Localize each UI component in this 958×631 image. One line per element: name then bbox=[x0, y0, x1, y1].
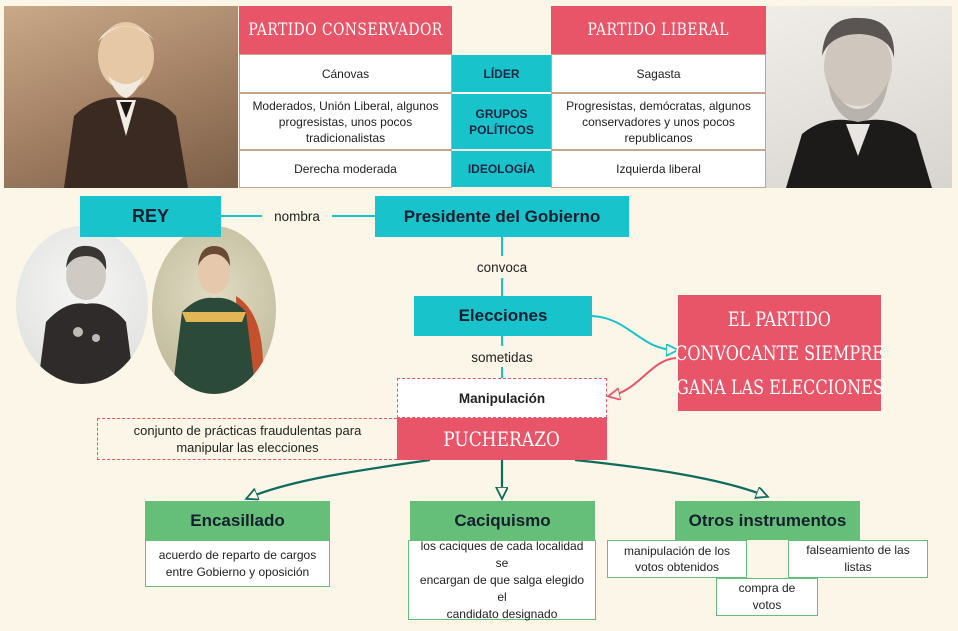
caciquismo-title: Caciquismo bbox=[454, 510, 551, 530]
canovas-figure bbox=[64, 22, 188, 188]
conservador-lider-text: Cánovas bbox=[321, 66, 370, 81]
presidente-box: Presidente del Gobierno bbox=[375, 196, 629, 237]
liberal-lider-cell: Sagasta bbox=[551, 54, 766, 93]
elecciones-box: Elecciones bbox=[414, 296, 592, 336]
ideologia-label-text: IDEOLOGÍA bbox=[467, 162, 536, 176]
falseamiento-box: falseamiento de las listas bbox=[788, 540, 928, 578]
liberal-ideologia-cell: Izquierda liberal bbox=[551, 150, 766, 188]
manip-votos-line2: votos obtenidos bbox=[634, 560, 720, 574]
partido-to-manipulacion-arrow bbox=[610, 357, 677, 396]
convoca-text: convoca bbox=[476, 259, 528, 275]
elecciones-to-partido-arrow bbox=[591, 315, 676, 350]
caciquismo-desc-line3: candidato designado bbox=[446, 606, 558, 621]
falseamiento-text: falseamiento de las listas bbox=[806, 543, 910, 574]
sagasta-figure bbox=[786, 17, 932, 188]
rey-text: REY bbox=[131, 206, 169, 226]
liberal-lider-text: Sagasta bbox=[636, 66, 681, 81]
nombra-label: nombra bbox=[262, 206, 332, 226]
caciquismo-box: Caciquismo bbox=[410, 501, 595, 540]
pucherazo-def-line2: manipular las elecciones bbox=[176, 440, 319, 455]
partido-line2: CONVOCANTE SIEMPRE bbox=[675, 341, 884, 365]
rey-box: REY bbox=[80, 196, 221, 237]
partido-line1: EL PARTIDO bbox=[728, 307, 831, 331]
conservador-header-text: PARTIDO CONSERVADOR bbox=[248, 20, 443, 40]
pucherazo-to-otros-arrow bbox=[574, 458, 766, 496]
conservador-ideologia-cell: Derecha moderada bbox=[239, 150, 452, 188]
grupos-label-line2: POLÍTICOS bbox=[469, 122, 534, 137]
compra-votos-box: compra de votos bbox=[716, 578, 818, 616]
partido-line3: GANA LAS ELECCIONES bbox=[675, 375, 884, 399]
lider-row-label: LÍDER bbox=[452, 54, 551, 93]
manipulacion-box: Manipulación bbox=[397, 378, 607, 418]
conservador-header: PARTIDO CONSERVADOR bbox=[239, 6, 452, 54]
pucherazo-to-encasillado-arrow bbox=[248, 458, 431, 498]
conservador-grupos-text: Moderados, Unión Liberal, algunos progre… bbox=[252, 98, 439, 145]
presidente-text: Presidente del Gobierno bbox=[403, 206, 601, 226]
caciquismo-desc-line2: encargan de que salga elegido el bbox=[419, 572, 585, 604]
ideologia-row-label: IDEOLOGÍA bbox=[452, 150, 551, 188]
compra-votos-text: compra de votos bbox=[738, 581, 796, 612]
otros-instrumentos-box: Otros instrumentos bbox=[675, 501, 860, 540]
partido-convocante-box: EL PARTIDO CONVOCANTE SIEMPRE GANA LAS E… bbox=[675, 295, 884, 411]
nombra-text: nombra bbox=[274, 208, 320, 224]
manipulacion-votos-box: manipulación de los votos obtenidos bbox=[607, 540, 747, 578]
convoca-label: convoca bbox=[470, 257, 534, 277]
encasillado-title: Encasillado bbox=[190, 510, 285, 530]
caciquismo-desc: los caciques de cada localidad se encarg… bbox=[408, 538, 596, 621]
liberal-header-text: PARTIDO LIBERAL bbox=[587, 20, 730, 40]
grupos-label-line1: GRUPOS bbox=[475, 106, 528, 121]
pucherazo-def-line1: conjunto de prácticas fraudulentas para bbox=[133, 423, 362, 438]
elecciones-text: Elecciones bbox=[458, 306, 548, 325]
otros-title: Otros instrumentos bbox=[688, 510, 847, 530]
caciquismo-desc-line1: los caciques de cada localidad se bbox=[420, 538, 584, 570]
maria-cristina-portrait bbox=[152, 226, 276, 394]
liberal-grupos-text: Progresistas, demócratas, algunos conser… bbox=[566, 98, 751, 145]
sometidas-label: sometidas bbox=[462, 347, 542, 367]
grupos-row-label: GRUPOS POLÍTICOS bbox=[452, 93, 551, 150]
conservador-grupos-cell: Moderados, Unión Liberal, algunos progre… bbox=[239, 93, 452, 150]
pucherazo-text: PUCHERAZO bbox=[443, 427, 561, 451]
conservador-lider-cell: Cánovas bbox=[239, 54, 452, 93]
sometidas-text: sometidas bbox=[471, 349, 533, 365]
encasillado-desc-line1: acuerdo de reparto de cargos bbox=[158, 547, 317, 562]
liberal-ideologia-text: Izquierda liberal bbox=[616, 162, 701, 176]
conservador-ideologia-text: Derecha moderada bbox=[294, 162, 397, 176]
manip-votos-line1: manipulación de los bbox=[623, 544, 731, 558]
liberal-header: PARTIDO LIBERAL bbox=[551, 6, 766, 54]
pucherazo-box: PUCHERAZO bbox=[397, 418, 607, 460]
lider-label-text: LÍDER bbox=[483, 66, 520, 81]
pucherazo-definition: conjunto de prácticas fraudulentas para … bbox=[97, 418, 397, 460]
sagasta-portrait bbox=[766, 6, 952, 188]
encasillado-box: Encasillado bbox=[145, 501, 330, 540]
canovas-portrait bbox=[4, 6, 238, 188]
alfonso-xii-portrait bbox=[16, 226, 148, 384]
manipulacion-text: Manipulación bbox=[458, 390, 546, 406]
encasillado-desc-line2: entre Gobierno y oposición bbox=[165, 564, 310, 579]
encasillado-desc: acuerdo de reparto de cargos entre Gobie… bbox=[145, 540, 330, 587]
liberal-grupos-cell: Progresistas, demócratas, algunos conser… bbox=[551, 93, 766, 150]
alfonso-figure bbox=[38, 245, 134, 384]
maria-cristina-figure bbox=[172, 246, 263, 394]
